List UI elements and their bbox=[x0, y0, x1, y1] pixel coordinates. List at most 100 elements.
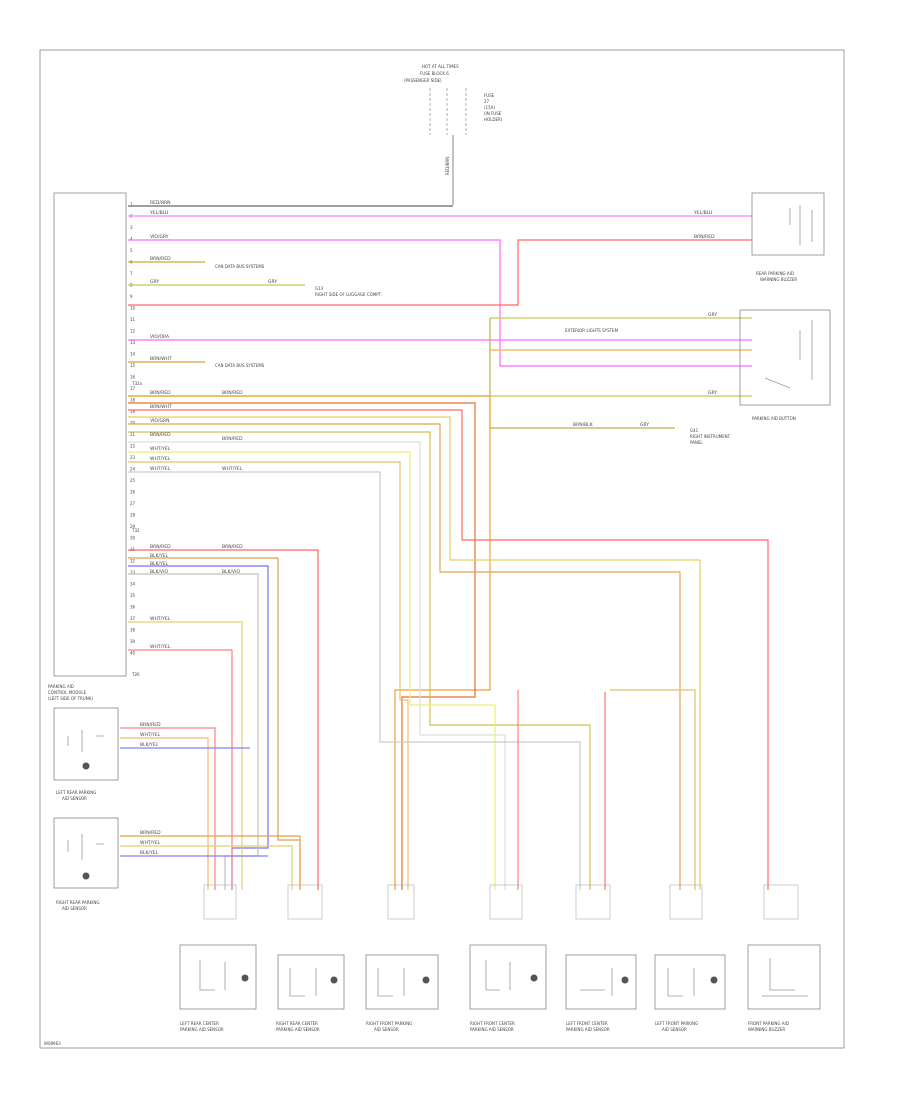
module-pin-label: 24 bbox=[130, 467, 136, 472]
module-pin-label: 18 bbox=[130, 398, 136, 403]
parking-aid-control-module-block: 1234567891011121314151617181920212223242… bbox=[53, 192, 143, 677]
upper-wires: RED/BRN YEL/BLU YEL/BLU VIO/GRY BRN/RED … bbox=[128, 200, 752, 429]
module-pin-label: 32 bbox=[130, 559, 136, 564]
svg-text:FUSE BLOCK 6: FUSE BLOCK 6 bbox=[420, 71, 449, 76]
svg-text:GRY: GRY bbox=[640, 422, 649, 428]
svg-text:PARKING AID SENSOR: PARKING AID SENSOR bbox=[470, 1027, 514, 1032]
sensor-left-front-center: LEFT FRONT CENTER PARKING AID SENSOR bbox=[565, 954, 637, 1032]
module-pin-label: 1 bbox=[130, 202, 133, 207]
module-pin-label: 39 bbox=[130, 639, 136, 644]
module-pin-label: 19 bbox=[130, 409, 136, 414]
svg-text:WHT/YEL: WHT/YEL bbox=[140, 732, 161, 738]
diagram-frame bbox=[39, 49, 845, 1049]
svg-text:REAR PARKING AID: REAR PARKING AID bbox=[756, 271, 794, 276]
module-pin-label: 15 bbox=[130, 363, 136, 368]
svg-text:WARNING BUZZER: WARNING BUZZER bbox=[760, 277, 797, 282]
svg-text:FUSE: FUSE bbox=[484, 93, 495, 98]
module-pin-label: 33 bbox=[130, 570, 136, 575]
svg-text:BRN/RED: BRN/RED bbox=[222, 544, 243, 550]
module-pin-label: 5 bbox=[130, 248, 133, 253]
svg-text:VIO/GRY: VIO/GRY bbox=[150, 234, 169, 240]
svg-text:LEFT FRONT CENTER: LEFT FRONT CENTER bbox=[566, 1021, 608, 1026]
svg-text:BRN/RED: BRN/RED bbox=[150, 256, 171, 262]
rear-sensor-wires bbox=[120, 549, 319, 890]
module-pin-label: 37 bbox=[130, 616, 136, 621]
svg-text:BRN/WHT: BRN/WHT bbox=[150, 404, 172, 410]
svg-text:(15A): (15A) bbox=[484, 105, 495, 110]
module-pin-label: 30 bbox=[130, 536, 136, 541]
svg-text:BRN/RED: BRN/RED bbox=[222, 436, 243, 442]
svg-text:27: 27 bbox=[484, 99, 490, 104]
svg-text:LEFT REAR CENTER: LEFT REAR CENTER bbox=[180, 1021, 219, 1026]
svg-text:AID SENSOR: AID SENSOR bbox=[62, 796, 87, 801]
svg-text:G13: G13 bbox=[315, 286, 324, 291]
svg-text:HOT AT ALL TIMES: HOT AT ALL TIMES bbox=[422, 64, 459, 69]
module-pin-label: 28 bbox=[130, 513, 136, 518]
svg-text:PARKING AID SENSOR: PARKING AID SENSOR bbox=[276, 1027, 320, 1032]
svg-text:RIGHT INSTRUMENT: RIGHT INSTRUMENT bbox=[690, 434, 731, 439]
svg-text:GRY: GRY bbox=[150, 279, 159, 285]
svg-text:WHT/YEL: WHT/YEL bbox=[150, 466, 171, 472]
svg-text:WHT/YEL: WHT/YEL bbox=[140, 840, 161, 846]
module-pin-label: 35 bbox=[130, 593, 136, 598]
module-pin-label: 27 bbox=[130, 501, 136, 506]
svg-text:PARKING AID BUTTON: PARKING AID BUTTON bbox=[752, 416, 796, 421]
svg-text:BLK/YEL: BLK/YEL bbox=[140, 742, 159, 748]
svg-text:BRN/WHT: BRN/WHT bbox=[150, 356, 172, 362]
svg-text:YEL/BLU: YEL/BLU bbox=[693, 210, 712, 216]
svg-text:BLK/VIO: BLK/VIO bbox=[150, 569, 168, 575]
svg-text:CAN DATA BUS SYSTEMS: CAN DATA BUS SYSTEMS bbox=[215, 363, 265, 368]
svg-text:RED/BRN: RED/BRN bbox=[445, 157, 450, 175]
module-pin-label: 10 bbox=[130, 306, 136, 311]
svg-text:CAN DATA BUS SYSTEMS: CAN DATA BUS SYSTEMS bbox=[215, 264, 265, 269]
svg-text:T26: T26 bbox=[131, 672, 140, 677]
module-pin-label: 21 bbox=[130, 432, 136, 437]
svg-text:BRN/BLK: BRN/BLK bbox=[573, 422, 594, 428]
svg-text:GRY: GRY bbox=[708, 312, 717, 318]
left-rear-parking-aid-sensor: LEFT REAR PARKING AID SENSOR bbox=[53, 707, 119, 801]
svg-text:AID SENSOR: AID SENSOR bbox=[662, 1027, 687, 1032]
module-pin-label: 23 bbox=[130, 455, 136, 460]
module-pin-label: 14 bbox=[130, 352, 136, 357]
module-pin-label: 40 bbox=[130, 651, 136, 656]
parking-aid-button: PARKING AID BUTTON bbox=[739, 309, 831, 421]
module-pin-label: 11 bbox=[130, 317, 136, 322]
bundle-labels: BRN/RED BRN/WHT VIO/GRN BRN/RED WHT/YEL … bbox=[150, 390, 243, 472]
svg-text:AID SENSOR: AID SENSOR bbox=[62, 906, 87, 911]
module-pin-label: 3 bbox=[130, 225, 133, 230]
svg-text:WHT/YEL: WHT/YEL bbox=[150, 644, 171, 650]
module-pin-label: 9 bbox=[130, 294, 133, 299]
svg-text:AID SENSOR: AID SENSOR bbox=[374, 1027, 399, 1032]
svg-text:YEL/BLU: YEL/BLU bbox=[149, 210, 168, 216]
front-parking-aid-warning-buzzer: FRONT PARKING AID WARNING BUZZER bbox=[747, 944, 821, 1032]
bottom-connectors bbox=[203, 884, 799, 920]
svg-text:RED/BRN: RED/BRN bbox=[150, 200, 171, 206]
svg-text:FRONT PARKING AID: FRONT PARKING AID bbox=[748, 1021, 789, 1026]
svg-text:WHT/YEL: WHT/YEL bbox=[150, 456, 171, 462]
svg-text:RIGHT FRONT PARKING: RIGHT FRONT PARKING bbox=[366, 1021, 412, 1026]
svg-text:BRN/RED: BRN/RED bbox=[150, 432, 171, 438]
sensor-left-front: LEFT FRONT PARKING AID SENSOR bbox=[654, 954, 726, 1032]
svg-text:BLK/YEL: BLK/YEL bbox=[140, 850, 159, 856]
module-pin-label: 26 bbox=[130, 490, 136, 495]
svg-text:(PASSENGER SIDE): (PASSENGER SIDE) bbox=[404, 78, 442, 83]
svg-text:PARKING AID SENSOR: PARKING AID SENSOR bbox=[180, 1027, 224, 1032]
svg-text:PARKING AID SENSOR: PARKING AID SENSOR bbox=[566, 1027, 610, 1032]
top-power-source: HOT AT ALL TIMES FUSE BLOCK 6 (PASSENGER… bbox=[404, 64, 503, 205]
svg-text:BLK/VIO: BLK/VIO bbox=[222, 569, 240, 575]
svg-text:BRN/RED: BRN/RED bbox=[150, 390, 171, 396]
sensor-wire-bundle bbox=[128, 395, 769, 890]
svg-text:BLK/YEL: BLK/YEL bbox=[150, 561, 169, 567]
svg-text:BRN/RED: BRN/RED bbox=[140, 722, 161, 728]
svg-text:LEFT REAR PARKING: LEFT REAR PARKING bbox=[56, 790, 96, 795]
rear-sensor-wire-labels: BRN/RED BLK/YEL BLK/YEL BLK/VIO BRN/RED … bbox=[140, 544, 243, 856]
svg-text:WHT/YEL: WHT/YEL bbox=[150, 446, 171, 452]
svg-text:T32a: T32a bbox=[131, 381, 143, 386]
sensor-right-front: RIGHT FRONT PARKING AID SENSOR bbox=[365, 954, 439, 1032]
svg-text:BRN/RED: BRN/RED bbox=[150, 544, 171, 550]
svg-text:BRN/RED: BRN/RED bbox=[140, 830, 161, 836]
svg-text:RIGHT SIDE OF LUGGAGE COMPT.: RIGHT SIDE OF LUGGAGE COMPT. bbox=[315, 292, 382, 297]
svg-text:EXTERIOR LIGHTS SYSTEM: EXTERIOR LIGHTS SYSTEM bbox=[565, 328, 619, 333]
svg-text:RIGHT FRONT CENTER: RIGHT FRONT CENTER bbox=[470, 1021, 515, 1026]
module-pin-label: 7 bbox=[130, 271, 133, 276]
